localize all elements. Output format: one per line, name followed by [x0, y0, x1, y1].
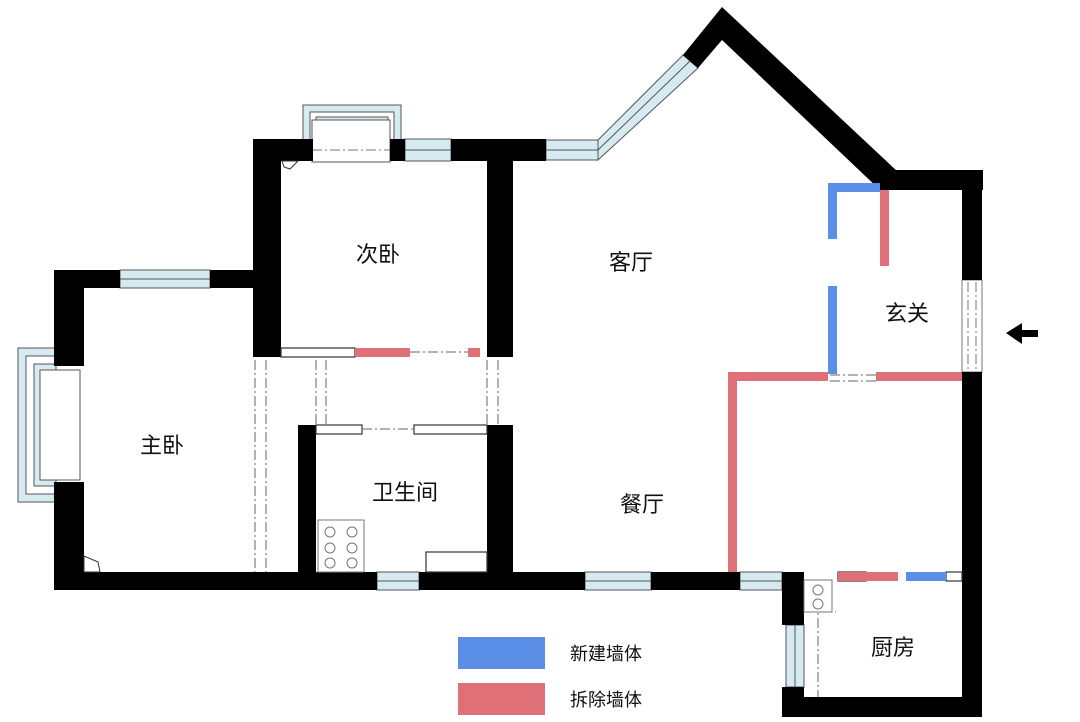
label-kitchen: 厨房	[871, 636, 915, 661]
label-living-room: 客厅	[609, 251, 653, 276]
bay-window-master	[17, 347, 81, 503]
label-bathroom: 卫生间	[372, 481, 438, 506]
label-dining-room: 餐厅	[620, 493, 664, 518]
window-lines	[120, 60, 796, 687]
thin-walls	[280, 347, 963, 582]
legend: 新建墙体 拆除墙体	[458, 637, 642, 715]
label-entrance: 玄关	[885, 302, 929, 327]
entrance-door	[961, 279, 983, 373]
legend-swatch-demolished-wall	[458, 683, 545, 715]
label-second-bedroom: 次卧	[356, 243, 400, 268]
dashed-lines	[254, 351, 876, 697]
window-living-diagonal	[597, 54, 699, 162]
bathroom-fixture	[317, 519, 365, 573]
bay-window-second-bedroom	[302, 104, 402, 163]
demolished-walls	[355, 190, 962, 581]
windows	[119, 54, 805, 688]
walls	[54, 7, 983, 717]
legend-swatch-new-wall	[458, 637, 545, 669]
kitchen-stove	[803, 579, 833, 613]
new-walls	[828, 183, 946, 581]
label-master-bedroom: 主卧	[140, 434, 184, 459]
corner-details	[83, 160, 300, 573]
legend-label-new-wall: 新建墙体	[570, 644, 642, 665]
legend-label-demolished-wall: 拆除墙体	[570, 690, 642, 711]
entrance-arrow-icon	[1006, 323, 1038, 344]
